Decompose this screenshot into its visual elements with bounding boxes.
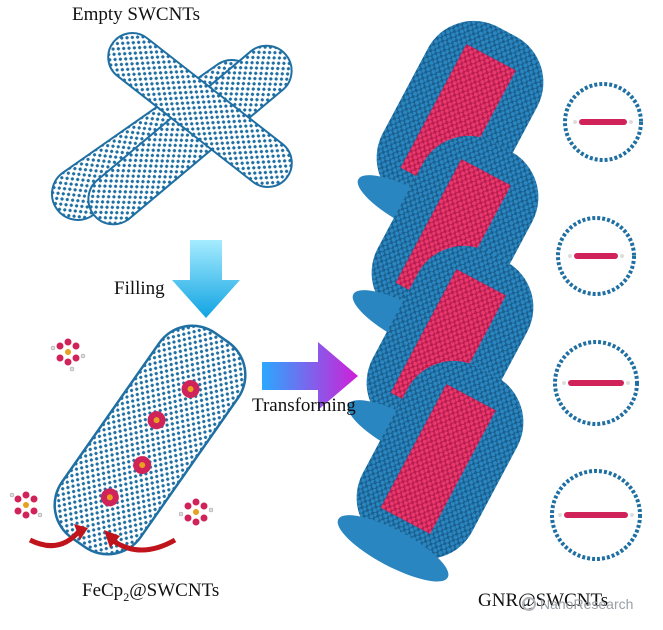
transforming-arrow bbox=[262, 342, 358, 410]
gnr-nanotube-stack bbox=[337, 20, 544, 582]
cross-section-3 bbox=[553, 340, 639, 426]
entry-arrows bbox=[28, 524, 177, 553]
empty-swcnts-label: Empty SWCNTs bbox=[72, 4, 200, 25]
filling-label: Filling bbox=[114, 278, 165, 299]
cross-section-4 bbox=[550, 469, 642, 561]
filling-arrow bbox=[172, 240, 240, 318]
gnr-swcnts-label: GNR@SWCNTs bbox=[478, 590, 609, 611]
ferrocene-molecule bbox=[178, 498, 214, 526]
cross-section-1 bbox=[563, 82, 643, 162]
transforming-label: Transforming bbox=[252, 395, 356, 416]
ferrocene-molecule bbox=[9, 491, 43, 519]
encapsulated-ferrocene bbox=[100, 380, 200, 507]
cross-section-2 bbox=[556, 216, 636, 296]
empty-nanotubes bbox=[50, 32, 293, 226]
fecp2-swcnts-label: FeCp2@SWCNTs bbox=[82, 580, 220, 604]
watermark-logo-icon bbox=[522, 597, 536, 611]
watermark: NanoResearch bbox=[522, 596, 633, 612]
filled-nanotube bbox=[53, 324, 247, 556]
ferrocene-molecule bbox=[50, 338, 86, 372]
